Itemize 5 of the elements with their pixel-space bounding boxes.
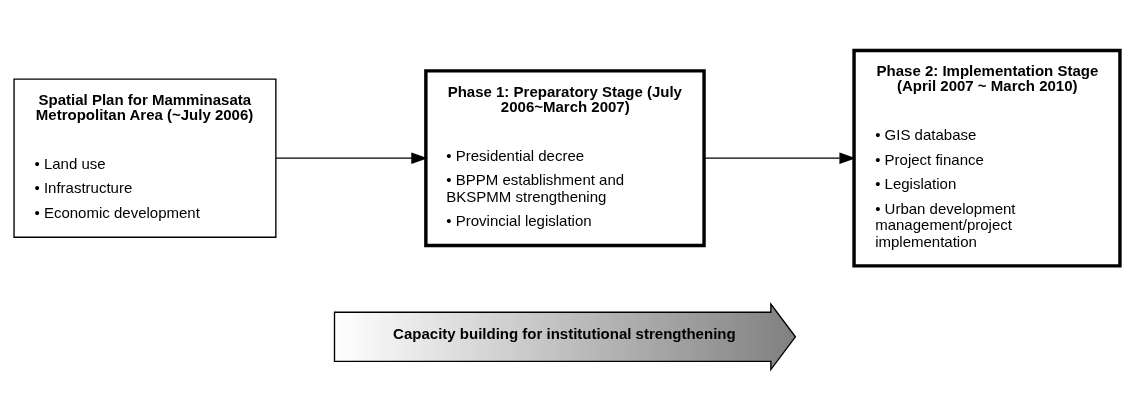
node-box: Phase 1: Preparatory Stage (July 2006~March 2007) • Presidential decree • BPPM establishment and BKSPMM strengthening • Provincial legislation [424,68,706,247]
node-box: Phase 2: Implementation Stage (April 2007 ~ March 2010) • GIS database • Project finance • Legislation • Urban development management/project implementation [852,48,1122,268]
arrow [703,151,856,164]
node-box: Spatial Plan for Mamminasata Metropolitan Area (~July 2006) • Land use • Infrastructure • Economic development [13,77,277,238]
arrow [275,151,428,164]
